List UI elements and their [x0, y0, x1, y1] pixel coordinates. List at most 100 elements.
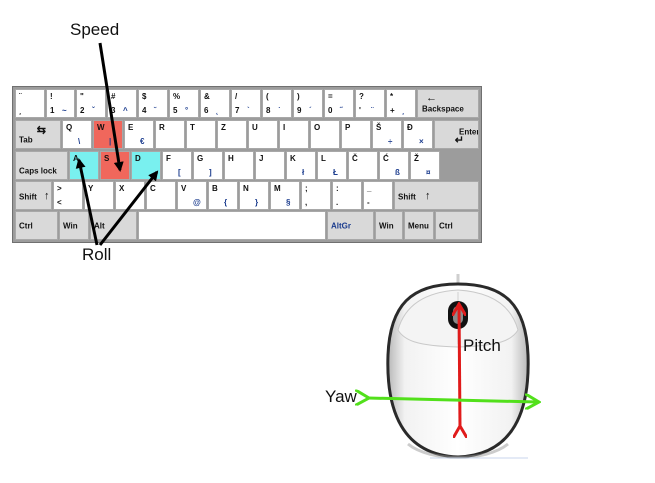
- key-caps-lock: Caps lock: [15, 151, 68, 180]
- key-label: Alt: [94, 221, 105, 230]
- key-glyph: ?: [359, 92, 364, 101]
- key-glyph: K: [290, 154, 296, 163]
- key-glyph: }: [255, 198, 259, 207]
- key--: _-: [363, 181, 393, 210]
- key-glyph: §: [286, 198, 291, 207]
- key-shift: Shift↑: [394, 181, 479, 210]
- key-glyph: *: [390, 92, 394, 101]
- key-glyph: C: [150, 184, 156, 193]
- key-j: J: [255, 151, 285, 180]
- key-g: G]: [193, 151, 223, 180]
- key-b: B{: [208, 181, 238, 210]
- key-glyph: @: [193, 198, 201, 207]
- key-glyph: ¨: [19, 92, 22, 101]
- key-glyph: &: [204, 92, 210, 101]
- key-ctrl: Ctrl: [15, 211, 58, 240]
- key-glyph: T: [190, 123, 195, 132]
- key-space: [138, 211, 326, 240]
- yaw-arrow: [368, 398, 538, 402]
- key-glyph: ł: [302, 168, 305, 177]
- key-altgr: AltGr: [327, 211, 374, 240]
- mouse-shadow: [407, 442, 509, 459]
- key-y: Y: [84, 181, 114, 210]
- pitch-arrow: [459, 305, 460, 427]
- key-glyph: 8: [266, 106, 271, 115]
- key-glyph: ¸: [19, 106, 22, 115]
- key-glyph: 9: [297, 106, 302, 115]
- key-n: N}: [239, 181, 269, 210]
- key-glyph: !: [50, 92, 53, 101]
- key-o: O: [310, 120, 340, 149]
- key--: ?'¨: [355, 89, 385, 118]
- key-glyph: E: [128, 123, 134, 132]
- key-glyph: S: [104, 154, 110, 163]
- key-glyph: N: [243, 184, 249, 193]
- key-label: Tab: [19, 135, 33, 145]
- key-glyph: #: [111, 92, 116, 101]
- key--: &6˛: [200, 89, 230, 118]
- key-glyph: Ž: [414, 154, 419, 163]
- key--: ;,: [301, 181, 331, 210]
- key-glyph: 0: [328, 106, 333, 115]
- key-ctrl: Ctrl: [435, 211, 479, 240]
- key-glyph: ~: [62, 106, 67, 115]
- key-glyph: -: [367, 198, 370, 207]
- key-symbol-icon: ←: [426, 92, 437, 105]
- key-label: AltGr: [331, 221, 351, 230]
- key-f: F[: [162, 151, 192, 180]
- key-i: I: [279, 120, 309, 149]
- key-glyph: :: [336, 184, 339, 193]
- key-enter: Enter↵: [434, 120, 479, 149]
- key-alt: Alt: [90, 211, 137, 240]
- key-glyph: B: [212, 184, 218, 193]
- key-glyph: 2: [80, 106, 85, 115]
- key-glyph: .: [336, 198, 339, 207]
- key-glyph: $: [142, 92, 147, 101]
- key-label: Ctrl: [439, 221, 453, 230]
- key-glyph: Š: [376, 123, 382, 132]
- key-glyph: ×: [419, 137, 424, 146]
- key-glyph: °: [185, 106, 189, 115]
- key-glyph: +: [390, 106, 395, 115]
- key-glyph: \: [78, 137, 81, 146]
- key-glyph: Ł: [333, 168, 338, 177]
- key-symbol-icon: ↵: [454, 134, 464, 147]
- key-label: Enter: [459, 127, 479, 137]
- key-backspace: Backspace←: [417, 89, 479, 118]
- key-glyph: ˙: [278, 106, 281, 115]
- key-glyph: ;: [305, 184, 308, 193]
- key-p: P: [341, 120, 371, 149]
- key-glyph: L: [321, 154, 326, 163]
- key-glyph: ß: [395, 168, 400, 177]
- key--: Š÷: [372, 120, 402, 149]
- key-glyph: Y: [88, 184, 94, 193]
- key-glyph: ÷: [388, 137, 393, 146]
- key-q: Q\: [62, 120, 92, 149]
- key--: :.: [332, 181, 362, 210]
- key-glyph: ^: [123, 106, 128, 115]
- key--: ¨¸: [15, 89, 45, 118]
- key-label: Caps lock: [19, 166, 57, 176]
- key-symbol-icon: ↑: [425, 189, 431, 202]
- key-glyph: Ć: [383, 154, 389, 163]
- key-glyph: U: [252, 123, 258, 132]
- speed-label: Speed: [70, 20, 120, 39]
- key-w: W|: [93, 120, 123, 149]
- key-win: Win: [375, 211, 403, 240]
- key-win: Win: [59, 211, 89, 240]
- key-glyph: ˘: [154, 106, 157, 115]
- key-glyph: V: [181, 184, 187, 193]
- key-e: E€: [124, 120, 154, 149]
- key-symbol-icon: ⇆: [36, 124, 46, 137]
- key-glyph: ": [80, 92, 84, 101]
- key-glyph: P: [345, 123, 351, 132]
- key-glyph: ¤: [426, 168, 431, 177]
- key-glyph: Q: [66, 123, 73, 132]
- key-glyph: ,: [305, 198, 308, 207]
- key--: Ž¤: [410, 151, 440, 180]
- key-glyph: {: [224, 198, 228, 207]
